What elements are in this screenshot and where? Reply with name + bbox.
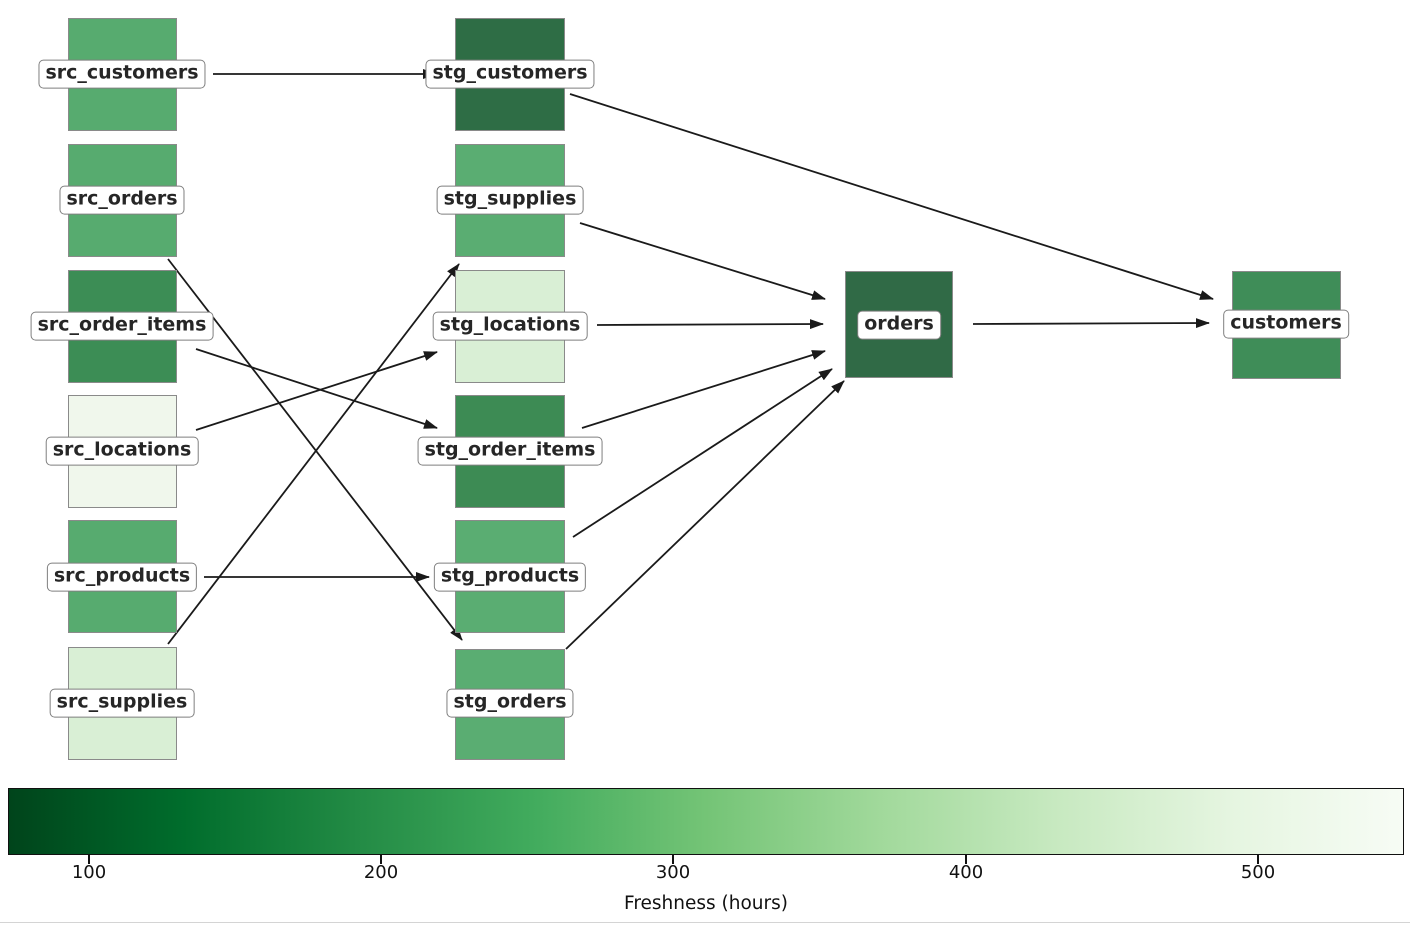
node-stg_products-label: stg_products bbox=[433, 562, 587, 592]
node-stg_supplies-label: stg_supplies bbox=[436, 185, 584, 215]
node-src_products-label: src_products bbox=[46, 562, 198, 592]
node-src_orders-label: src_orders bbox=[59, 185, 185, 215]
edge-src_supplies-stg_supplies bbox=[167, 263, 460, 645]
node-stg_customers-label: stg_customers bbox=[425, 59, 595, 89]
colorbar-tick-300 bbox=[672, 855, 674, 864]
node-customers-label: customers bbox=[1223, 309, 1349, 339]
colorbar-tick-label-500: 500 bbox=[1240, 862, 1276, 883]
colorbar-tick-500 bbox=[1257, 855, 1259, 864]
edge-stg_orders-orders bbox=[565, 380, 845, 650]
node-src_customers-label: src_customers bbox=[38, 59, 206, 89]
edge-stg_order_items-orders bbox=[581, 350, 826, 429]
node-stg_orders-label: stg_orders bbox=[446, 688, 574, 718]
figure-bottom-rule bbox=[0, 922, 1410, 924]
edge-stg_supplies-orders bbox=[579, 222, 826, 300]
colorbar-title: Freshness (hours) bbox=[624, 893, 788, 914]
node-stg_order_items-label: stg_order_items bbox=[417, 436, 603, 466]
edge-src_locations-stg_locations bbox=[195, 351, 438, 431]
colorbar-tick-label-400: 400 bbox=[948, 862, 984, 883]
colorbar-tick-label-200: 200 bbox=[363, 862, 399, 883]
node-src_locations-label: src_locations bbox=[45, 436, 199, 466]
node-orders-label: orders bbox=[857, 310, 941, 340]
edge-stg_customers-customers bbox=[569, 93, 1214, 300]
node-src_supplies-label: src_supplies bbox=[49, 688, 195, 718]
colorbar-tick-200 bbox=[380, 855, 382, 864]
colorbar-tick-label-300: 300 bbox=[655, 862, 691, 883]
node-stg_locations-label: stg_locations bbox=[432, 311, 588, 341]
edge-orders-customers bbox=[972, 318, 1210, 329]
colorbar-tick-100 bbox=[88, 855, 90, 864]
edge-stg_locations-orders bbox=[596, 319, 824, 330]
colorbar-tick-label-100: 100 bbox=[71, 862, 107, 883]
colorbar-tick-400 bbox=[965, 855, 967, 864]
node-src_order_items-label: src_order_items bbox=[30, 311, 214, 341]
edge-src_order_items-stg_order_items bbox=[195, 348, 438, 429]
colorbar-gradient bbox=[8, 788, 1404, 855]
edge-stg_products-orders bbox=[572, 368, 833, 538]
